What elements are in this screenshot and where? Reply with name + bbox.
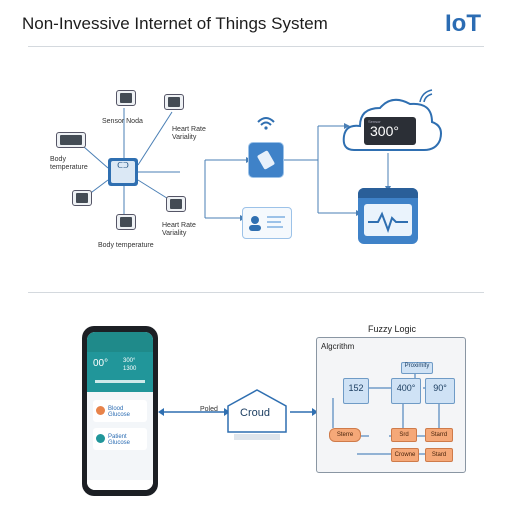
glucose-drop-icon	[96, 406, 105, 415]
user-device-card	[242, 207, 292, 239]
body-temperature-label-left: Body temperature	[50, 156, 88, 171]
header-divider	[28, 46, 484, 47]
poled-label: Poled	[200, 406, 218, 413]
top-connector-lines	[75, 108, 391, 221]
flow-box-sterre: Sterre	[329, 428, 361, 442]
sensor-node-label: Sensor Noda	[102, 118, 143, 125]
flow-box-crowne: Crowne	[391, 448, 419, 462]
cloud-temperature-display: 300° Sensor	[364, 117, 416, 145]
server-monitor-icon	[358, 188, 418, 244]
phone-nav-bar[interactable]	[87, 480, 153, 490]
flow-box-starrd: Starrd	[425, 428, 453, 442]
patient-glucose-card[interactable]: Patient Glucose	[93, 428, 147, 450]
phone-reading-right: 300°	[123, 358, 136, 364]
user-profile-icon	[249, 216, 285, 231]
flow-box-proximity: Proximity	[401, 362, 433, 374]
sensor-device-bottom-icon	[116, 214, 136, 230]
gateway-device-icon	[248, 142, 284, 178]
ecg-sensor-icon	[72, 190, 92, 206]
croud-label: Croud	[240, 407, 270, 419]
phone-reading-sub: 1300	[123, 366, 137, 372]
page-title: Non-Invessive Internet of Things System	[22, 14, 328, 33]
section-divider	[28, 292, 484, 293]
wifi-signal-icon	[419, 89, 433, 103]
sensor-hub: ᑕᑐ	[108, 158, 138, 186]
card-patient-glucose: Patient Glucose	[108, 434, 131, 446]
wifi-icon	[257, 117, 275, 130]
flow-box-400: 400°	[391, 378, 421, 404]
algorithm-title: Algcrithm	[321, 342, 355, 351]
card-blood-glucose: Blood Glucose	[108, 406, 131, 418]
cloud-house-icon	[227, 389, 287, 440]
blood-glucose-card[interactable]: Blood Glucose	[93, 400, 147, 422]
flow-box-152: 152	[343, 378, 369, 404]
temperature-display-icon	[56, 132, 86, 148]
cloud-reading: 300°	[370, 123, 399, 139]
hub-chip-icon: ᑕᑐ	[111, 161, 135, 183]
heart-rate-label-bottom: Heart Rate Variality	[162, 222, 196, 237]
iot-badge: IoT	[445, 10, 481, 37]
phone-screen: 00° 300° 1300 Blood Glucose Patient Gluc…	[87, 332, 153, 490]
bottom-connector-lines	[158, 408, 318, 416]
hub-text: ᑕᑐ	[117, 161, 129, 170]
body-temperature-label-bottom: Body temperature	[98, 242, 154, 249]
patient-icon	[96, 434, 105, 443]
flow-box-srd: Srd	[391, 428, 417, 442]
fuzzy-logic-title: Fuzzy Logic	[368, 324, 417, 334]
flow-box-stard: Stard	[425, 448, 453, 462]
flow-box-90: 90°	[425, 378, 455, 404]
heart-rate-sensor-icon	[164, 94, 184, 110]
heart-rate-sensor-bottom-icon	[166, 196, 186, 212]
smartphone: 00° 300° 1300 Blood Glucose Patient Gluc…	[82, 326, 158, 496]
cloud-screen-label: Sensor	[368, 119, 381, 124]
heart-rate-label-top: Heart Rate Variality	[172, 126, 206, 141]
phone-reading-left: 00°	[93, 358, 109, 369]
algorithm-panel: Algcrithm Proximity 152 400° 90° Sterre …	[316, 337, 466, 473]
sensor-device-icon	[116, 90, 136, 106]
